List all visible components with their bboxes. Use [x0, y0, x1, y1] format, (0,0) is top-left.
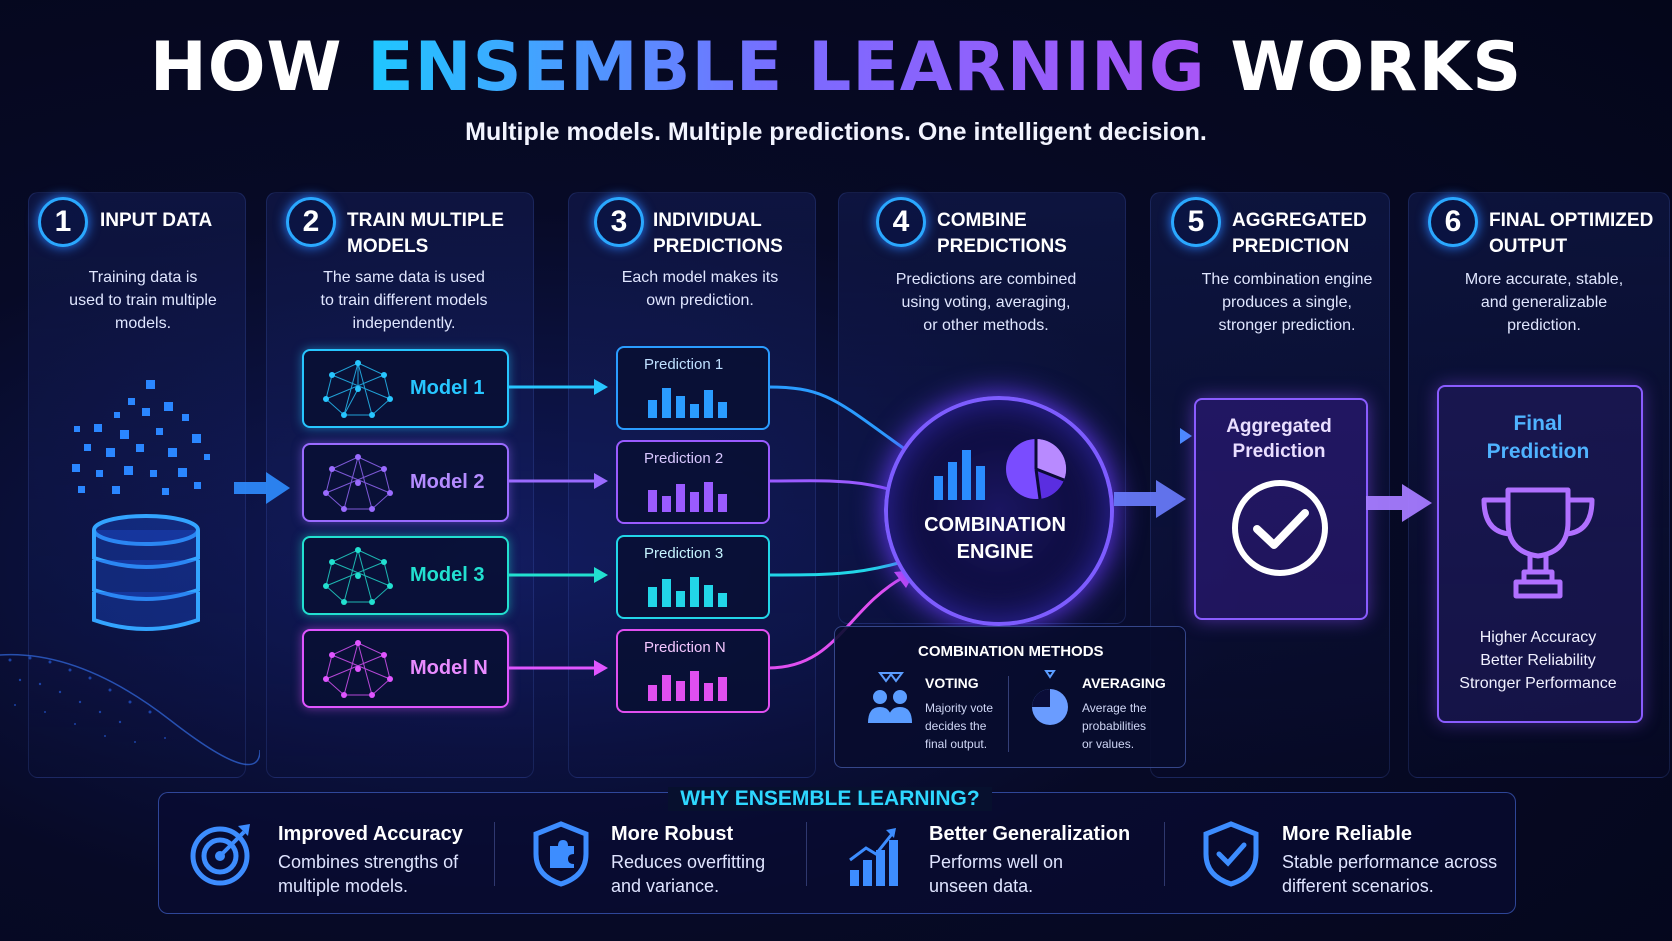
combination-methods-panel	[834, 626, 1186, 768]
shield-check-icon	[1203, 821, 1259, 887]
step-6-number: 6	[1428, 197, 1478, 247]
step-1-title: INPUT DATA	[100, 210, 213, 231]
model-1-card: Model 1	[302, 349, 509, 428]
combination-engine	[884, 396, 1114, 626]
benefit-1-title: Improved Accuracy	[278, 823, 463, 845]
averaging-title: AVERAGING	[1082, 675, 1166, 691]
neural-network-icon	[323, 639, 393, 698]
benefit-divider	[806, 822, 807, 886]
trophy-icon	[1481, 487, 1595, 599]
benefit-2-title: More Robust	[611, 823, 734, 845]
model-n-label: Model N	[410, 657, 488, 679]
voting-people-icon	[868, 672, 912, 723]
prediction-2-card: Prediction 2	[616, 440, 770, 524]
step-1-panel	[28, 192, 246, 778]
methods-divider	[1008, 676, 1009, 752]
neural-network-icon	[323, 453, 393, 512]
step-5-number: 5	[1171, 197, 1221, 247]
particle-wave-decoration	[0, 653, 260, 766]
arrow-engine-to-aggregated	[1114, 480, 1186, 518]
prediction-1-label: Prediction 1	[644, 356, 724, 373]
bar-chart-icon	[648, 577, 727, 607]
model-3-card: Model 3	[302, 536, 509, 615]
benefit-4-title: More Reliable	[1282, 823, 1413, 845]
arrow-aggregated-to-final	[1366, 484, 1432, 522]
step-2-number: 2	[286, 197, 336, 247]
bar-chart-icon	[648, 388, 727, 418]
prediction-n-label: Prediction N	[644, 639, 726, 656]
prediction-3-label: Prediction 3	[644, 545, 724, 562]
growth-chart-icon	[849, 828, 898, 886]
prediction-n-card: Prediction N	[616, 629, 770, 713]
model-3-label: Model 3	[410, 564, 485, 586]
why-title: WHY ENSEMBLE LEARNING?	[668, 787, 992, 811]
benefit-divider	[1164, 822, 1165, 886]
methods-title: COMBINATION METHODS	[918, 643, 1104, 660]
checkmark-circle-icon	[1232, 480, 1328, 576]
bar-chart-icon	[648, 482, 727, 512]
model-n-card: Model N	[302, 629, 509, 708]
averaging-icon	[1032, 670, 1068, 725]
step-6-panel	[1408, 192, 1670, 778]
neural-network-icon	[323, 546, 393, 605]
aggregated-prediction-card	[1194, 398, 1368, 620]
benefit-3-title: Better Generalization	[929, 823, 1131, 845]
shield-puzzle-icon	[533, 821, 589, 887]
model-to-prediction-arrows	[508, 379, 608, 676]
prediction-2-label: Prediction 2	[644, 450, 724, 467]
voting-title: VOTING	[925, 675, 979, 691]
engine-charts-icon	[934, 438, 1067, 500]
step-4-number: 4	[876, 197, 926, 247]
prediction-1-card: Prediction 1	[616, 346, 770, 430]
page-title: HOW ENSEMBLE LEARNING WORKS	[149, 28, 1523, 107]
model-2-card: Model 2	[302, 443, 509, 522]
bar-chart-icon	[648, 671, 727, 701]
data-pixels-icon	[72, 380, 210, 495]
neural-network-icon	[323, 359, 393, 418]
small-arrow-decoration	[1180, 428, 1192, 444]
prediction-3-card: Prediction 3	[616, 535, 770, 619]
model-1-label: Model 1	[410, 377, 485, 399]
step-1-number: 1	[38, 197, 88, 247]
arrow-input-to-models	[234, 472, 290, 504]
model-2-label: Model 2	[410, 471, 485, 493]
database-icon	[92, 514, 200, 631]
page-subtitle: Multiple models. Multiple predictions. O…	[465, 118, 1207, 146]
step-3-number: 3	[594, 197, 644, 247]
target-icon	[190, 824, 250, 886]
benefit-divider	[494, 822, 495, 886]
